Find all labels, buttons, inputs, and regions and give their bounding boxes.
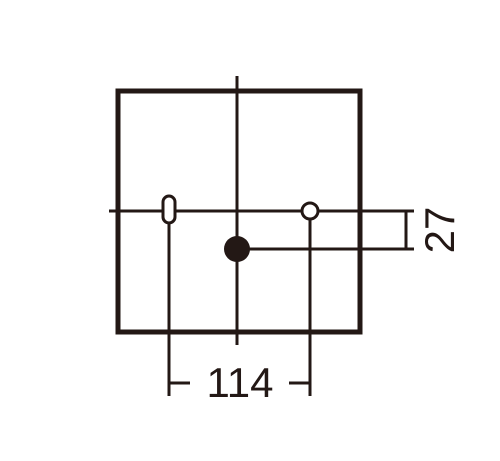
dimension-label-horizontal: 114 <box>207 359 274 406</box>
round-hole-icon <box>300 201 320 221</box>
dimension-label-vertical: 27 <box>416 207 463 254</box>
center-point-icon <box>224 236 250 262</box>
slot-hole-icon <box>161 194 177 225</box>
